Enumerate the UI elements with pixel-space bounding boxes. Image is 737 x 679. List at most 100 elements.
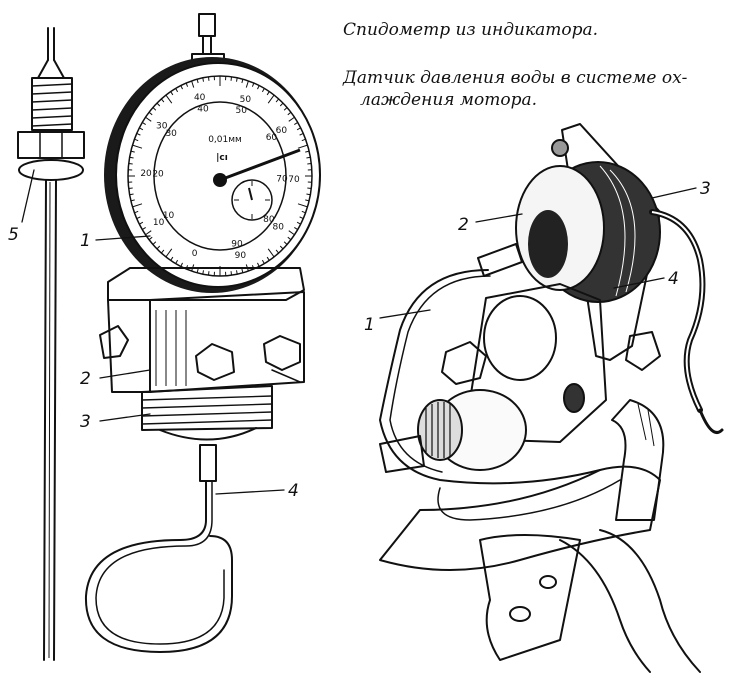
- dial-tick: [294, 121, 298, 125]
- dial-number: 80: [273, 223, 285, 233]
- dial-number: 90: [235, 251, 247, 261]
- dial-number: 40: [194, 93, 206, 103]
- dial-tick: [275, 249, 280, 254]
- dial-tick: [283, 107, 288, 111]
- dial-tick: [207, 76, 210, 81]
- dial-tick: [170, 256, 174, 261]
- left-callouts: 1 2 3 4 5: [8, 169, 299, 501]
- dial-number: 10: [153, 218, 165, 228]
- dial-tick: [245, 80, 249, 88]
- dial-tick: [267, 248, 275, 258]
- probe-rod: [17, 27, 85, 661]
- dial-tick: [202, 270, 205, 275]
- dial-tick: [129, 193, 134, 196]
- engine-assembly: [379, 123, 724, 673]
- dial-tick: [148, 111, 153, 116]
- dial-tick: [139, 127, 144, 131]
- dial-tick: [257, 85, 260, 90]
- dial-tick: [235, 270, 238, 275]
- dial-tick: [266, 91, 270, 96]
- dial-tick: [130, 150, 135, 153]
- dial-tick: [275, 98, 280, 103]
- dial-tick: [132, 203, 143, 208]
- dial-tick: [148, 236, 153, 241]
- dial-tick: [301, 138, 306, 142]
- dial-number-reverse: 50: [236, 106, 248, 116]
- dial-tick: [128, 162, 133, 165]
- dial-number: 50: [240, 95, 252, 105]
- dial-tick: [307, 162, 312, 165]
- dial-tick: [134, 138, 139, 142]
- dial-tick: [136, 132, 141, 136]
- dial-tick: [202, 77, 205, 82]
- dial-tick: [305, 199, 310, 202]
- dial-tick: [230, 76, 233, 81]
- dial-tick: [191, 80, 195, 88]
- dial-tick: [288, 116, 295, 122]
- dial-tick: [165, 94, 173, 104]
- dial-tick: [230, 271, 233, 276]
- dial-tick: [145, 116, 152, 122]
- needle-hub: [213, 173, 227, 187]
- dial-tick: [156, 245, 161, 250]
- dial-tick: [160, 249, 165, 254]
- right-callouts: 1 2 3 4: [364, 179, 711, 335]
- dial-number: 60: [276, 126, 288, 136]
- callout-right-1: 1: [364, 315, 375, 335]
- dial-number: 30: [156, 121, 168, 131]
- dial-tick: [145, 230, 152, 236]
- callout-right-4: 4: [668, 269, 679, 289]
- dial-tick: [267, 94, 275, 104]
- dial-tick: [170, 91, 174, 96]
- dial-tick: [132, 144, 143, 149]
- callout-left-2: 2: [80, 369, 91, 389]
- dial-tick: [139, 221, 144, 225]
- dial-number: 20: [140, 169, 152, 179]
- callout-left-4: 4: [288, 481, 299, 501]
- dial-tick: [287, 111, 292, 116]
- dial-tick: [288, 230, 295, 236]
- dial-tick: [299, 132, 304, 136]
- dial-tick: [296, 221, 301, 225]
- callout-left-1: 1: [80, 231, 91, 251]
- dial-tick: [283, 241, 288, 245]
- dial-tick: [297, 203, 308, 208]
- dial-tick: [279, 245, 284, 250]
- dial-tick: [297, 144, 308, 149]
- dial-number-reverse: 90: [231, 239, 243, 249]
- dial-tick: [136, 216, 141, 220]
- dial-tick: [241, 79, 244, 84]
- sensor-housing: [84, 267, 305, 653]
- dial-tick: [306, 156, 311, 159]
- callout-left-3: 3: [80, 412, 91, 432]
- callout-right-3: 3: [700, 179, 711, 199]
- dial-tick: [251, 82, 255, 87]
- dial-tick: [130, 199, 135, 202]
- dial-tick: [299, 216, 304, 220]
- dial-number-reverse: 10: [163, 211, 175, 221]
- dial-tick: [175, 88, 179, 93]
- svg-text:|cı: |cı: [216, 153, 228, 163]
- dial-unit-label: 0,01мм: [208, 135, 242, 145]
- dial-tick: [142, 227, 146, 231]
- dial-number: 0: [192, 249, 198, 259]
- dial-tick: [128, 187, 133, 190]
- dial-tick: [196, 268, 199, 273]
- dial-tick: [152, 241, 157, 245]
- dial-tick: [152, 107, 157, 111]
- caption-sensor-line1: Датчик давления воды в системе ох-: [343, 68, 688, 88]
- dial-tick: [296, 127, 301, 131]
- dial-tick: [261, 88, 265, 93]
- dial-tick: [261, 259, 265, 264]
- dial-tick: [305, 150, 310, 153]
- caption-sensor-line2: лаждения мотора.: [360, 90, 538, 110]
- dial-tick: [180, 85, 183, 90]
- dial-number-reverse: 80: [263, 215, 275, 225]
- dial-tick: [129, 156, 134, 159]
- dial-number-reverse: 20: [152, 169, 164, 179]
- dial-tick: [134, 210, 139, 214]
- dial-number-reverse: 30: [165, 129, 177, 139]
